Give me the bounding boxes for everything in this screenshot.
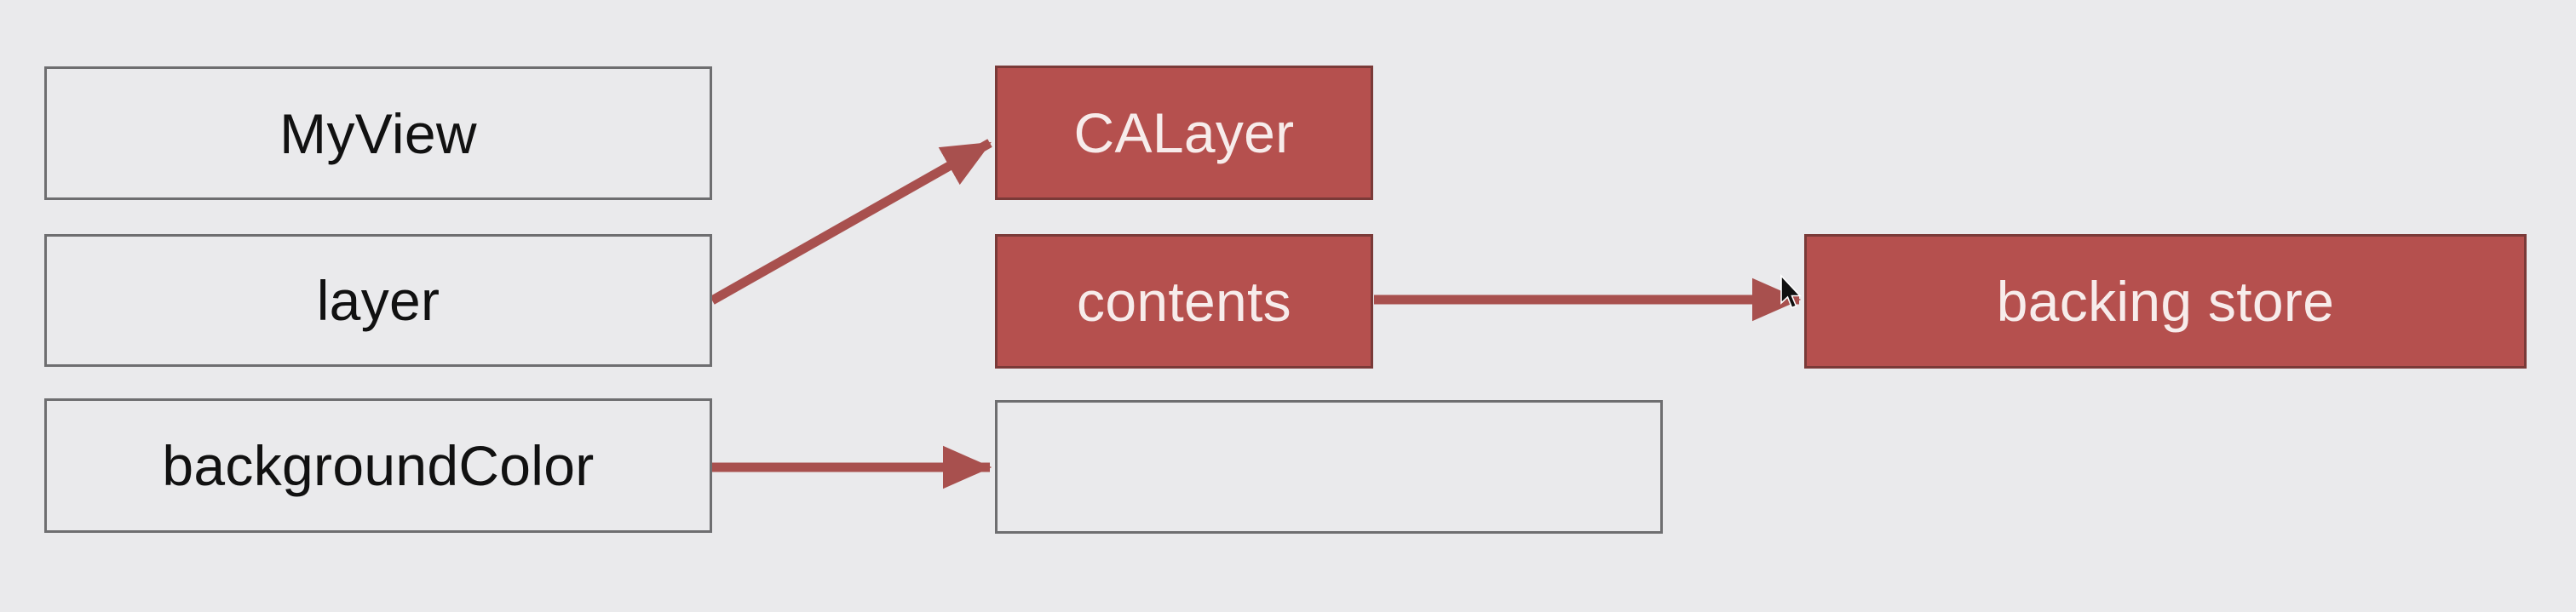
node-background-color-label: backgroundColor (162, 434, 595, 497)
node-backing-store[interactable]: backing store (1804, 234, 2527, 369)
node-myview[interactable]: MyView (44, 66, 712, 200)
node-contents-label: contents (1077, 270, 1291, 333)
edge-layer-to-calayer (710, 139, 992, 305)
mouse-pointer-icon (1780, 274, 1802, 309)
node-background-color[interactable]: backgroundColor (44, 398, 712, 533)
node-backing-store-label: backing store (1996, 270, 2335, 333)
node-calayer-label: CALayer (1073, 101, 1295, 164)
node-layer[interactable]: layer (44, 234, 712, 367)
node-empty-box[interactable] (995, 400, 1663, 534)
node-myview-label: MyView (279, 101, 477, 165)
node-calayer[interactable]: CALayer (995, 66, 1373, 200)
node-contents[interactable]: contents (995, 234, 1373, 369)
node-layer-label: layer (316, 269, 440, 332)
